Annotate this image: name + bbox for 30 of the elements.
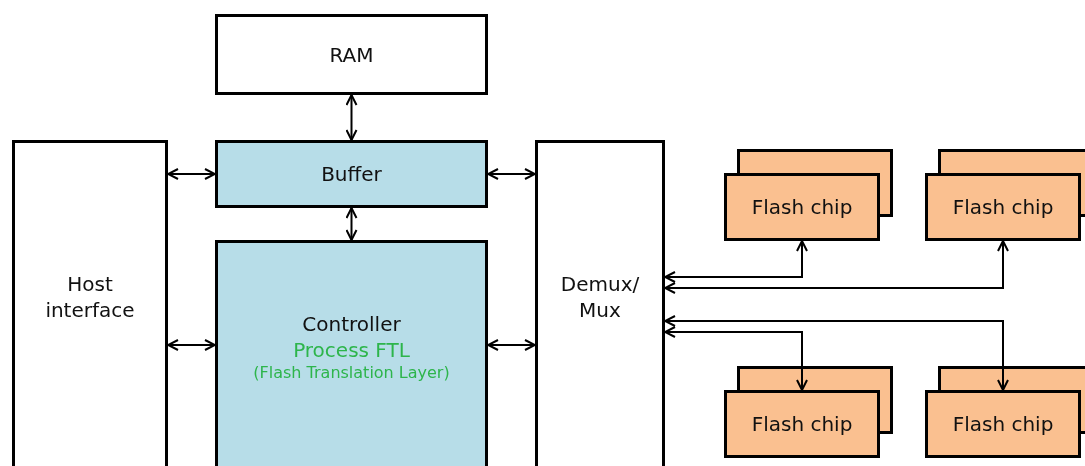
box-label: RAM: [328, 41, 375, 68]
box-label: Host interface: [44, 271, 136, 323]
arrow: [345, 94, 358, 141]
arrow: [345, 207, 358, 241]
flash-chip-box: [724, 173, 880, 241]
arrow: [487, 339, 536, 351]
arrow: [664, 240, 1009, 294]
box-label: Flash chip: [951, 194, 1055, 220]
arrow: [664, 315, 1009, 391]
box-label: Flash chip: [750, 411, 854, 437]
box-label: Controller: [301, 311, 402, 337]
arrow: [487, 168, 536, 180]
flash-chip-box: [925, 390, 1081, 458]
arrow: [664, 326, 808, 391]
box-label: Flash chip: [951, 411, 1055, 437]
arrow: [167, 168, 216, 180]
box-label: Process FTL: [292, 337, 411, 363]
component-box: [215, 14, 488, 95]
component-box: [215, 140, 488, 208]
box-label: Flash chip: [750, 194, 854, 220]
component-box: [12, 140, 168, 466]
component-box: [215, 240, 488, 466]
arrow: [167, 339, 216, 351]
box-label: Buffer: [320, 161, 383, 187]
flash-chip-box: [724, 390, 880, 458]
box-label: (Flash Translation Layer): [252, 363, 451, 384]
flash-chip-box: [925, 173, 1081, 241]
component-box: [535, 140, 665, 466]
box-label: Demux/ Mux: [559, 271, 641, 323]
arrow: [664, 240, 808, 283]
